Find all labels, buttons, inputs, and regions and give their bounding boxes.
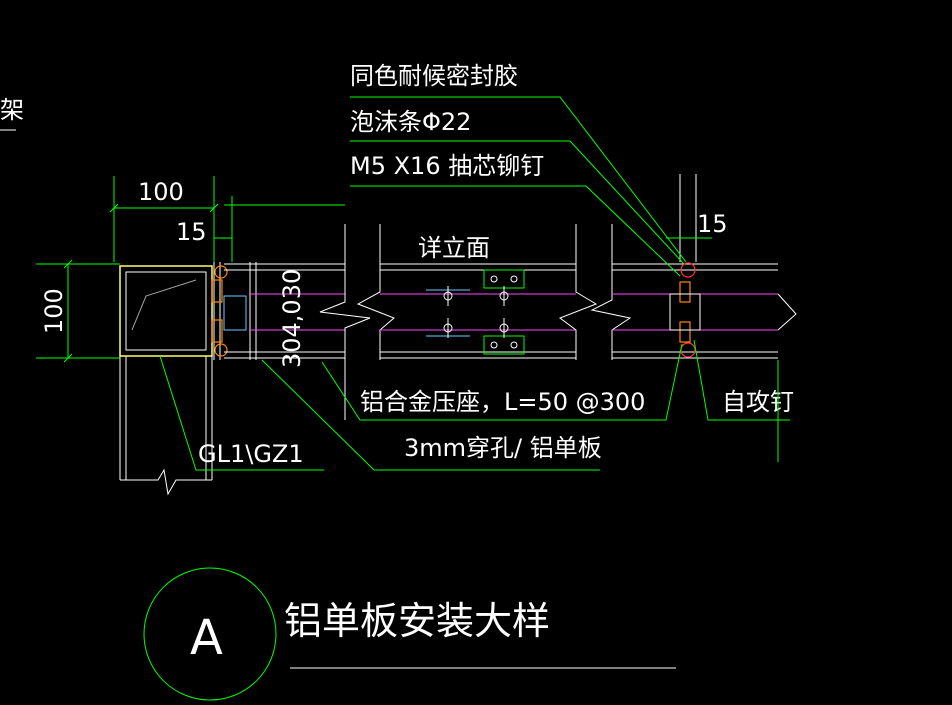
middle-elevation: 详立面 [356, 224, 598, 360]
self-tapping-screw-label: 自攻钉 [722, 388, 794, 416]
left-panel-joint: 304,030 [211, 262, 345, 368]
detail-letter: A [190, 610, 223, 666]
detail-title-block: A 铝单板安装大样 [143, 567, 676, 701]
dim-side-height: 100 [40, 288, 68, 334]
dim-top-width: 100 [138, 178, 184, 206]
break-line-right [590, 224, 632, 360]
dim-right-gap: 15 [697, 210, 728, 238]
foam-strip-label: 泡沫条Φ22 [350, 108, 471, 136]
dim-left-gap: 15 [176, 218, 207, 246]
edge-fragment-text: 架 [0, 96, 24, 124]
pressure-seat-label: 铝合金压座，L=50 @300 [360, 388, 645, 416]
break-line-left [319, 224, 371, 420]
top-notes: 同色耐候密封胶 泡沫条Φ22 M5 X16 抽芯铆钉 [350, 62, 687, 277]
steel-section: 100 15 100 GL1\GZ1 [36, 176, 345, 496]
panel-label: 3mm穿孔/ 铝单板 [404, 434, 602, 462]
bottom-notes: 铝合金压座，L=50 @300 自攻钉 3mm穿孔/ 铝单板 [261, 339, 794, 471]
dim-panel-offset: 304,030 [278, 269, 306, 368]
steel-tube [119, 265, 213, 357]
steel-label: GL1\GZ1 [198, 440, 304, 468]
sealant-label: 同色耐候密封胶 [350, 62, 518, 90]
elevation-label: 详立面 [418, 234, 490, 262]
right-panel-joint: 15 [612, 174, 797, 359]
detail-bubble [143, 567, 277, 701]
rivet-label: M5 X16 抽芯铆钉 [350, 152, 544, 180]
detail-title: 铝单板安装大样 [284, 599, 550, 643]
